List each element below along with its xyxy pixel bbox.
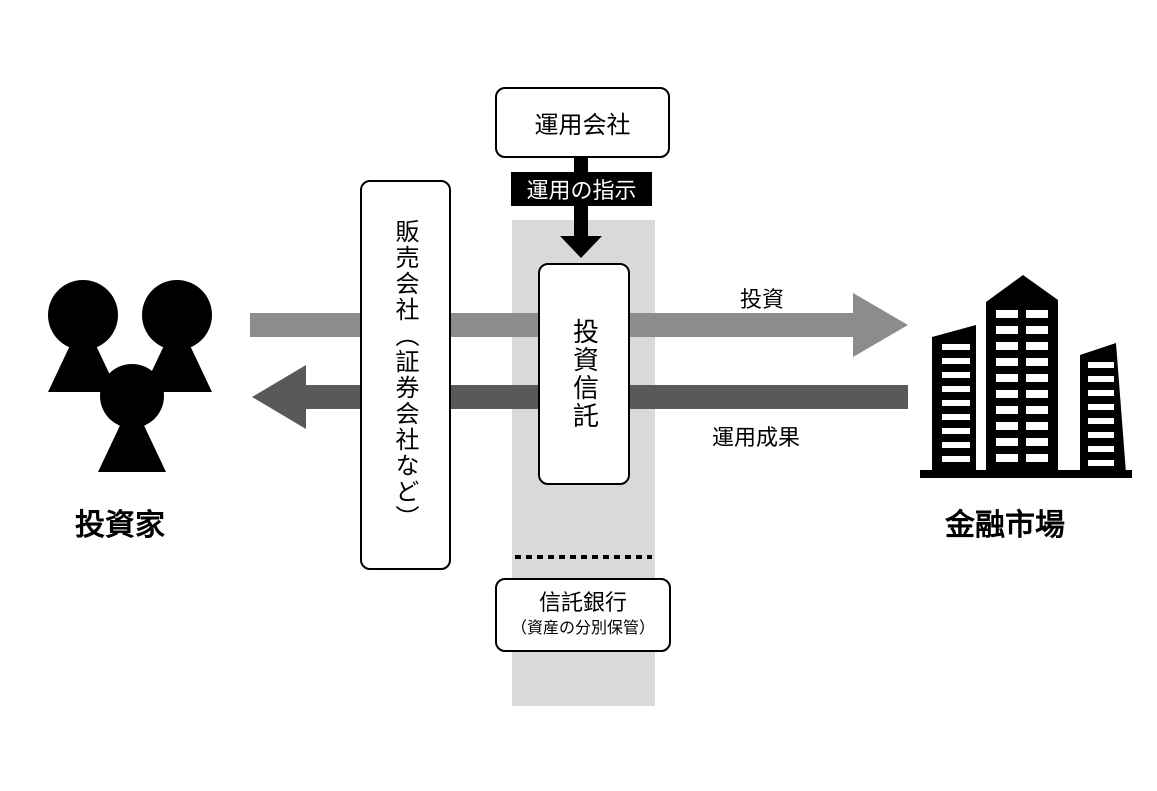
instruction-label: 運用の指示 (526, 179, 637, 204)
investment-trust-box: 投資信託 (538, 263, 630, 485)
sales-company-box: 販売会社（証券会社など） (360, 180, 451, 570)
trust-bank-title: 信託銀行 (538, 591, 627, 616)
instruction-arrow (560, 155, 602, 258)
sales-company-label: 販売会社（証券会社など） (391, 219, 419, 531)
investor-icon (48, 280, 212, 472)
investment-trust-label: 投資信託 (568, 318, 599, 430)
returns-label: 運用成果 (712, 426, 801, 451)
management-company-label: 運用会社 (534, 111, 631, 139)
trust-bank-subtitle: （資産の分別保管） (510, 618, 655, 637)
investor-label: 投資家 (75, 508, 165, 543)
market-label: 金融市場 (945, 508, 1065, 543)
instruction-tag: 運用の指示 (511, 172, 652, 206)
investment-label: 投資 (740, 288, 785, 313)
buildings-icon (920, 275, 1132, 478)
management-company-box: 運用会社 (495, 87, 670, 158)
trust-bank-box: 信託銀行 （資産の分別保管） (495, 578, 671, 652)
